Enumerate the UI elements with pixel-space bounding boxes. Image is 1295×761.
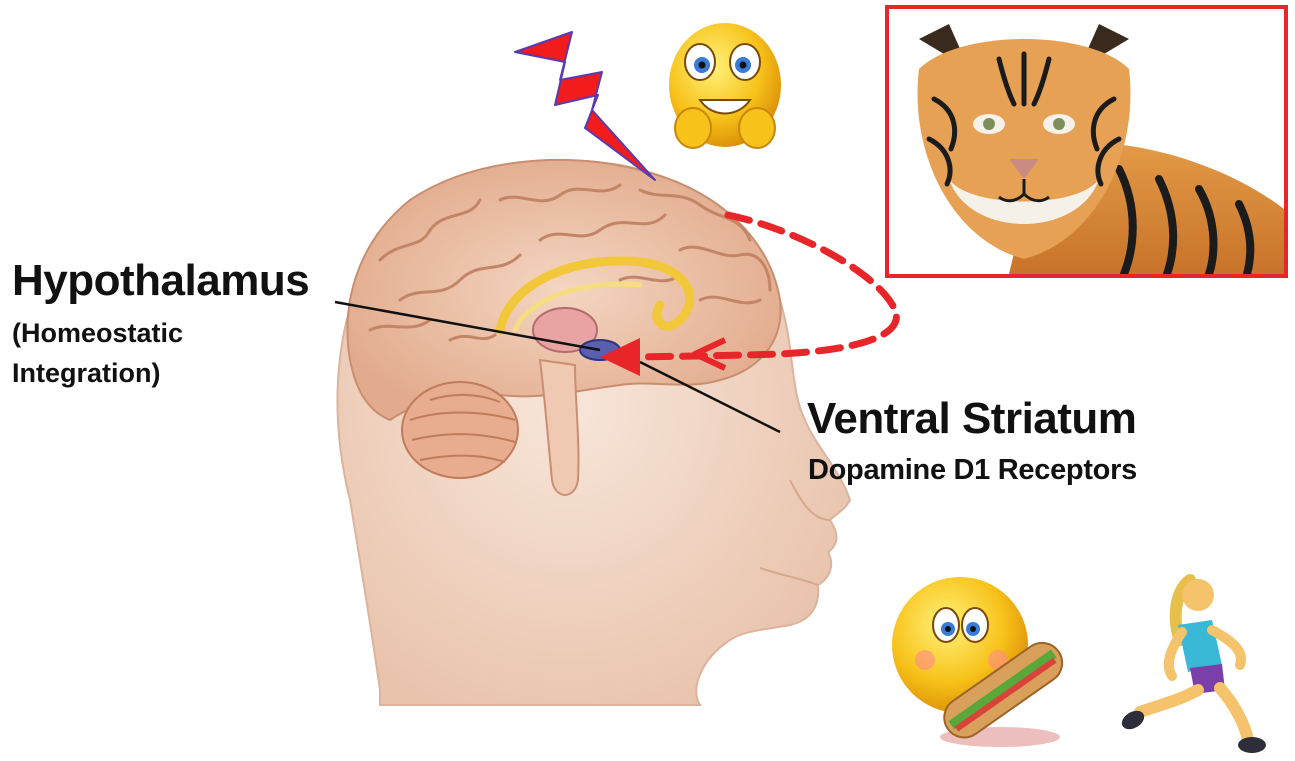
hypothalamus-label: Hypothalamus	[12, 256, 309, 306]
hypothalamus-sublabel-line2: Integration)	[12, 358, 161, 389]
woman-running-emoji-icon	[1119, 579, 1266, 753]
scared-emoji-icon	[669, 23, 781, 148]
tiger-photo-frame	[885, 5, 1288, 278]
emoji-eating-sandwich-icon	[892, 577, 1070, 747]
ventral-striatum-label: Ventral Striatum	[807, 394, 1136, 444]
tiger-photo	[889, 9, 1284, 274]
lightning-bolt-icon	[515, 32, 655, 180]
ventral-striatum-sublabel: Dopamine D1 Receptors	[808, 454, 1137, 487]
hypothalamus-sublabel-line1: (Homeostatic	[12, 318, 183, 349]
